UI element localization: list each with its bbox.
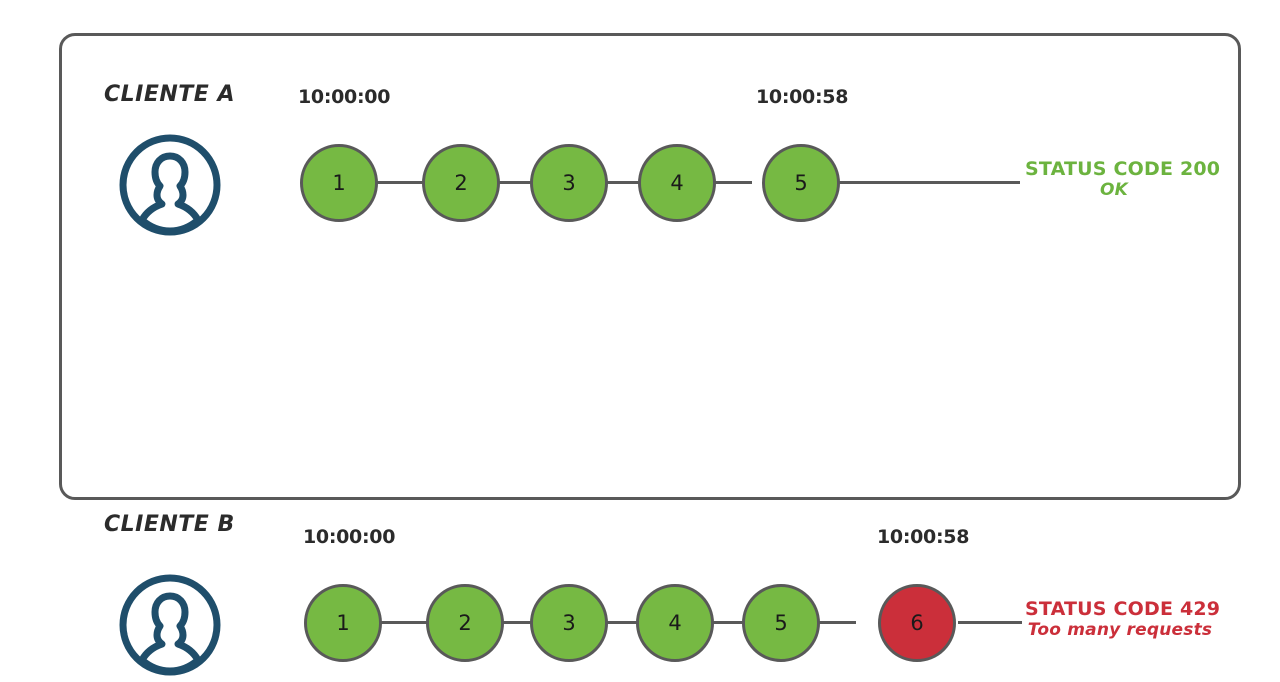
row-b-status-tail [958,621,1022,624]
row-a-status-tail [838,181,1020,184]
row-b-status-code: STATUS CODE 429 [1025,598,1221,620]
diagram-canvas: CLIENTE A 10:00:00 10:00:58 1 2 3 4 5 ST… [59,33,1241,676]
request-node-label: 3 [562,611,576,635]
diagram-frame [59,33,1241,500]
user-avatar-icon [117,132,223,238]
request-node[interactable]: 4 [638,144,716,222]
row-a-time-start: 10:00:00 [298,86,391,108]
connector [374,181,440,184]
request-node[interactable]: 2 [426,584,504,662]
request-node-label: 2 [454,171,468,195]
request-node[interactable]: 4 [636,584,714,662]
request-node-label: 1 [332,171,346,195]
connector [582,181,648,184]
request-node-label: 5 [794,171,808,195]
request-node-label: 4 [668,611,682,635]
request-node[interactable]: 2 [422,144,500,222]
row-b-status: STATUS CODE 429 Too many requests [1025,598,1221,641]
request-node[interactable]: 5 [742,584,820,662]
request-node-label: 4 [670,171,684,195]
row-a-status-code: STATUS CODE 200 [1025,158,1221,180]
request-node[interactable]: 3 [530,584,608,662]
row-a-status-message: OK [1099,180,1129,201]
user-avatar-icon [117,572,223,678]
row-b-time-start: 10:00:00 [303,526,396,548]
row-b-status-message: Too many requests [1027,620,1213,641]
connector [686,181,752,184]
request-node-label: 5 [774,611,788,635]
request-node-label: 1 [336,611,350,635]
request-node[interactable]: 5 [762,144,840,222]
row-b-time-end: 10:00:58 [877,526,970,548]
request-node-blocked[interactable]: 6 [878,584,956,662]
request-node[interactable]: 3 [530,144,608,222]
request-node-label: 6 [910,611,924,635]
client-b-label: CLIENTE B [104,512,235,537]
request-node-label: 3 [562,171,576,195]
row-a-status: STATUS CODE 200 OK [1025,158,1221,201]
request-node[interactable]: 1 [304,584,382,662]
request-node-label: 2 [458,611,472,635]
connector [478,181,544,184]
row-a-time-end: 10:00:58 [756,86,849,108]
client-a-label: CLIENTE A [104,82,236,107]
request-node[interactable]: 1 [300,144,378,222]
